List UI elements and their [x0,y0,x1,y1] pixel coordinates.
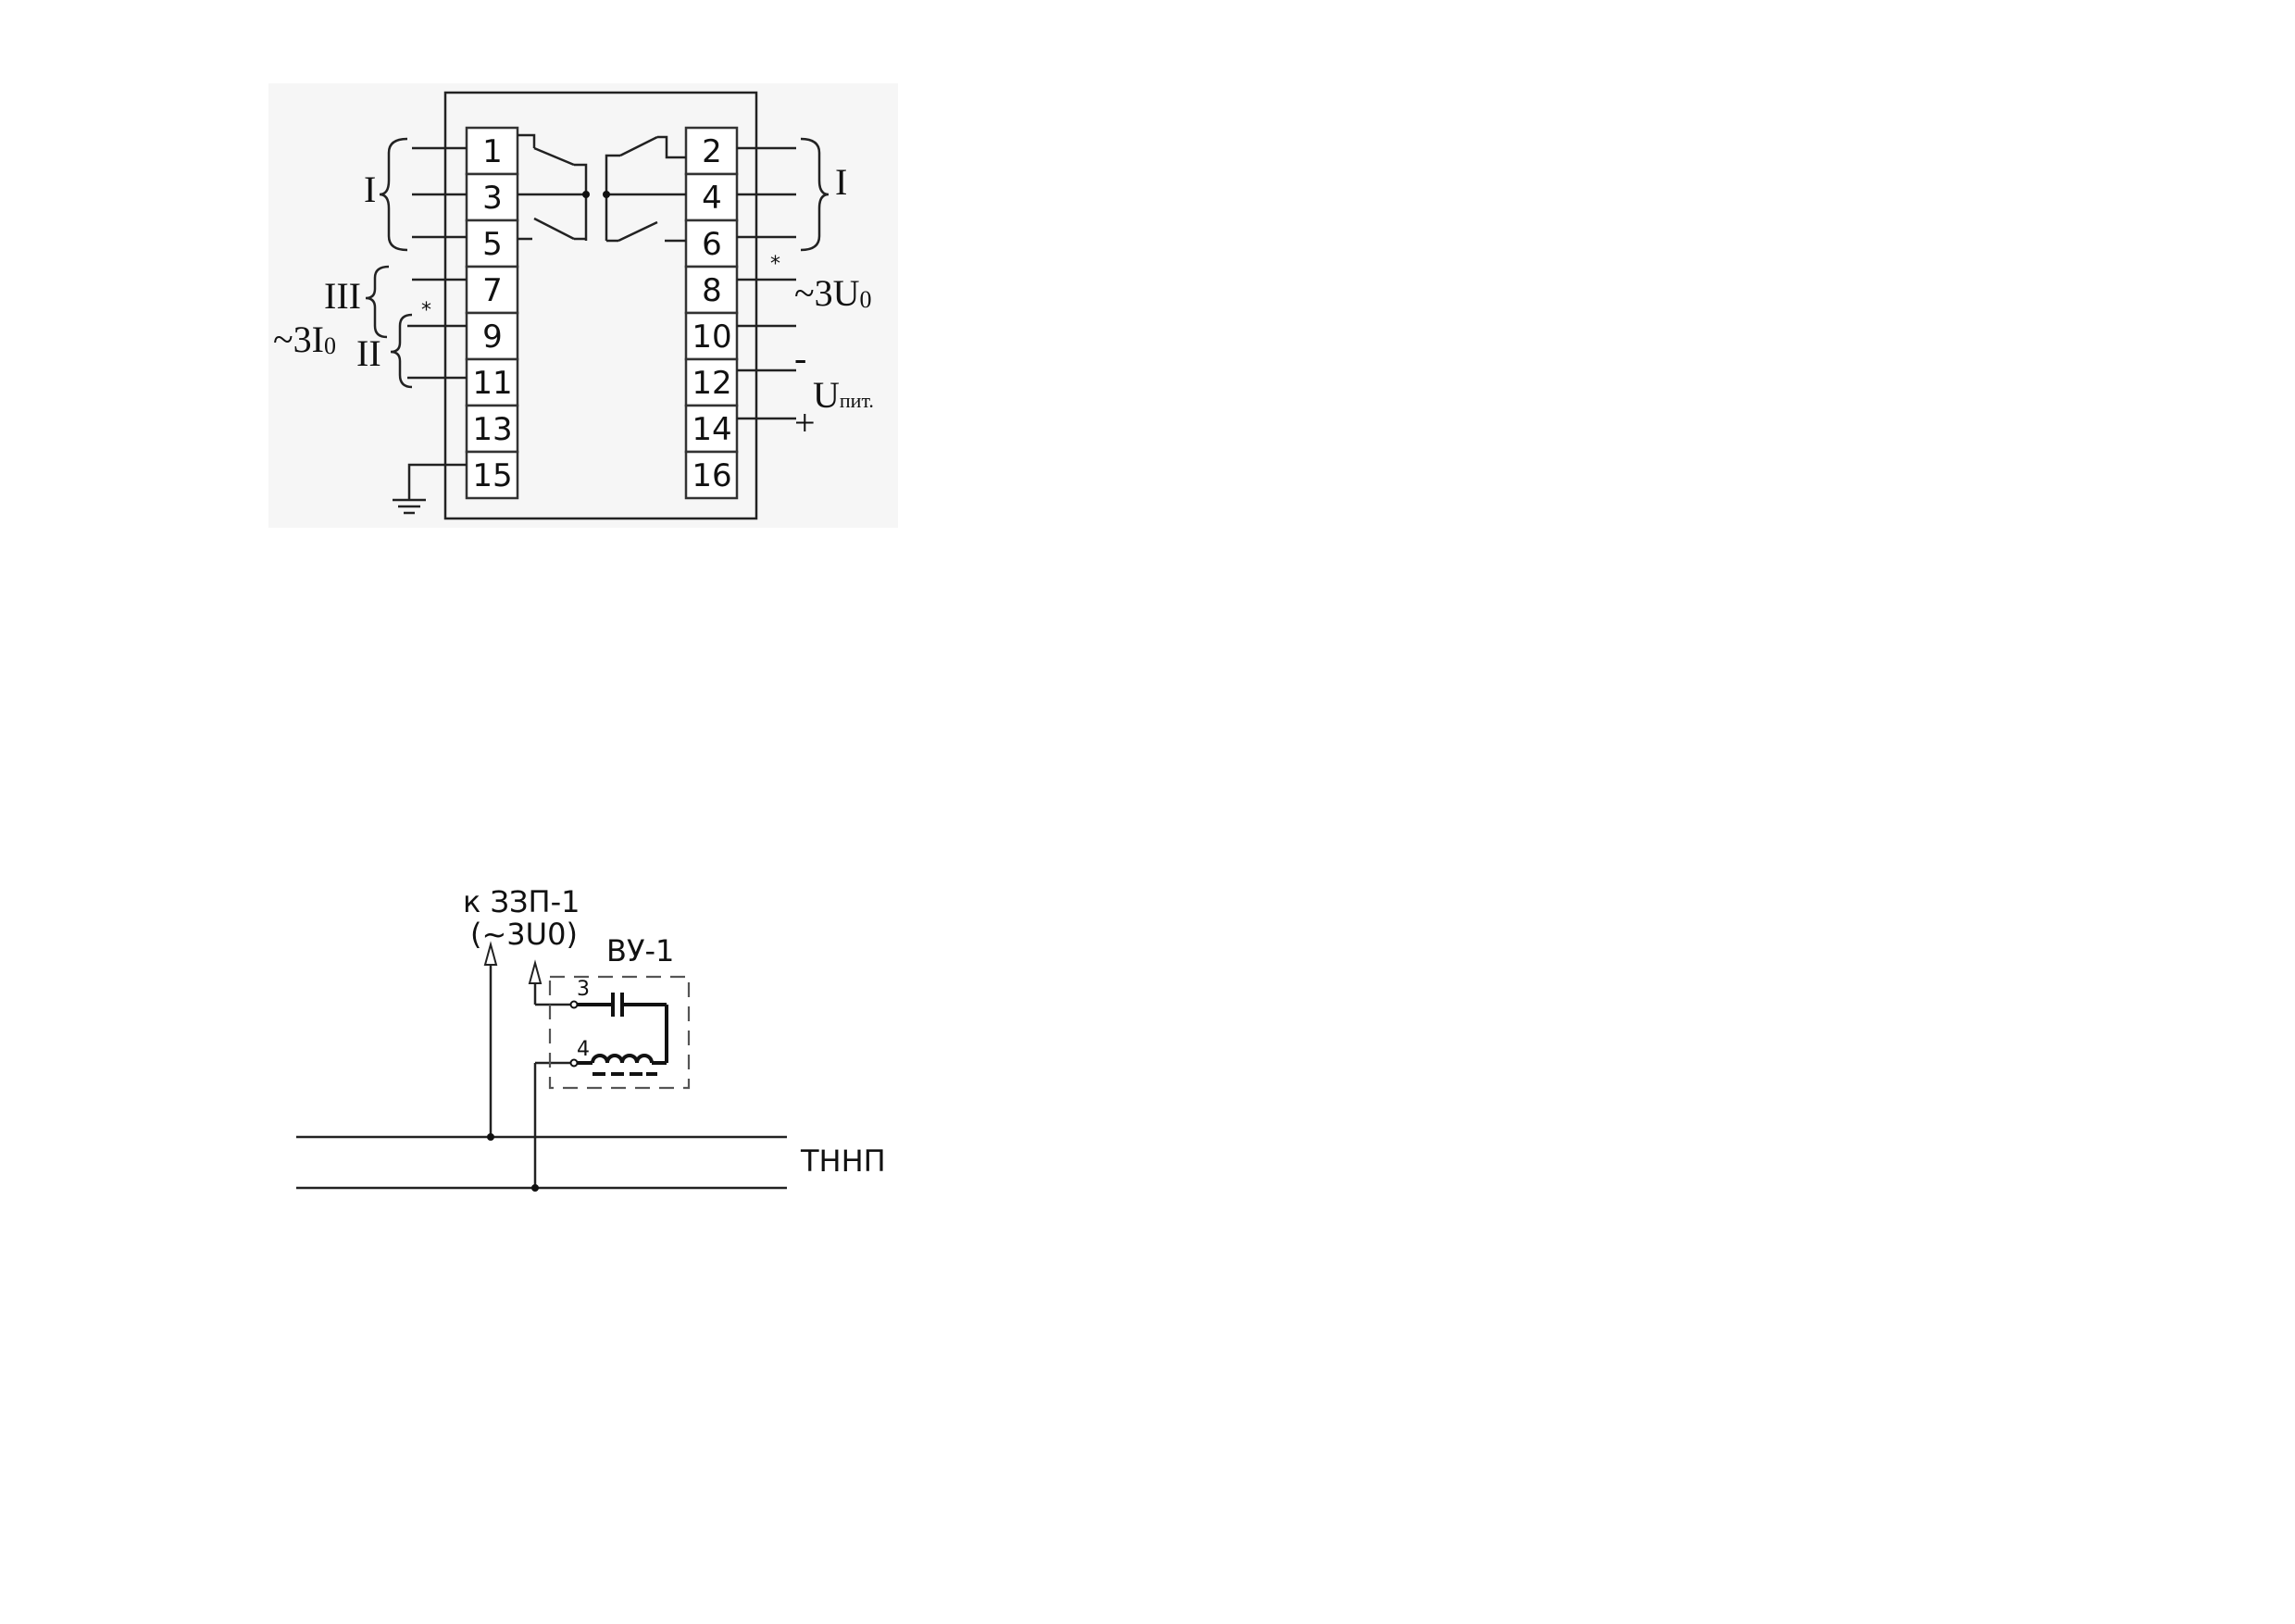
bus-label-tnnp: ТННП [800,1143,886,1179]
polarity-star-right: * [770,253,780,276]
group-label-III: III [324,275,361,317]
voltage-3U0-label: ~3U0 [794,272,872,314]
terminal-box [465,311,519,361]
terminal-label: 10 [692,319,731,356]
left-terminal-column: 1 3 5 7 9 11 13 15 [465,126,519,500]
brace-left-group-I [379,137,408,252]
terminal-box [684,404,739,454]
relay-terminal-diagram: 1 3 5 7 9 11 13 15 2 4 6 8 10 12 14 16 [268,83,898,528]
pin-4-label: 4 [577,1038,590,1061]
to-zzp-sublabel: (~3U0) [470,917,578,952]
terminal-label: 2 [702,133,722,170]
to-zzp-label: к ЗЗП-1 [463,884,580,919]
terminal-box [465,404,519,454]
terminal-label: 16 [692,457,731,494]
device-label-vu1: ВУ-1 [606,933,674,968]
left-changeover-contact [518,133,590,241]
terminal-label: 9 [482,319,503,356]
terminal-label: 5 [482,226,503,263]
group-label-I-left: I [364,169,376,210]
arrow-up-icon [528,959,543,984]
plus-sign: + [794,402,816,443]
minus-sign: - [794,337,806,379]
terminal-label: 4 [702,180,722,217]
current-3I0-label: ~3I0 [273,319,336,360]
terminal-label: 3 [482,180,503,217]
terminal-label: 7 [482,272,503,309]
terminal-label: 1 [482,133,503,170]
terminal-box [684,219,739,269]
scan-background [268,83,898,528]
terminal-label: 8 [702,272,722,309]
left-leads [393,146,467,515]
brace-group-III [365,265,390,339]
supply-voltage-label: Uпит. [813,374,874,416]
terminal-label: 6 [702,226,722,263]
pin-3-label: 3 [577,978,590,1001]
terminal-box [684,126,739,176]
right-leads [737,146,796,420]
terminal-label: 15 [472,457,512,494]
capacitor-icon [578,993,667,1017]
inductor-icon [578,1054,667,1076]
right-changeover-contact [603,135,686,243]
brace-right-group-I [800,137,829,252]
terminal-box [465,450,519,500]
terminal-box [684,172,739,222]
device-outline [443,91,758,520]
terminal-label: 12 [692,365,731,402]
brace-group-II [390,313,413,389]
terminal-label: 13 [472,411,512,448]
tnnp-connection-diagram: ТННП к ЗЗП-1 (~3U0) ВУ-1 3 4 [296,884,886,1192]
terminal-label: 14 [692,411,731,448]
arrow-up-icon [483,941,498,966]
device-box-vu1 [548,975,691,1090]
terminal-box [684,450,739,500]
right-terminal-column: 2 4 6 8 10 12 14 16 [684,126,739,500]
group-label-I-right: I [835,161,847,203]
group-label-II: II [356,332,381,374]
polarity-star-left: * [421,299,431,322]
terminal-box [465,219,519,269]
terminal-label: 11 [472,365,512,402]
